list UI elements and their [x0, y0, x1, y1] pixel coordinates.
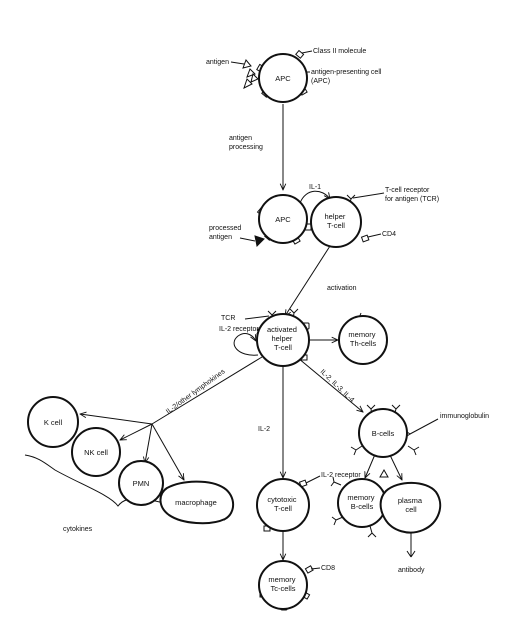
label-il2-receptor-low: IL-2 receptor — [321, 472, 361, 479]
svg-text:memory Tc-cells: memory Tc-cells — [268, 575, 297, 593]
edge-hub-to-pmn — [145, 423, 153, 463]
immunoglobulin-icon — [330, 476, 342, 487]
immunoglobulin-icon — [331, 516, 344, 526]
antigen-triangle-icon — [246, 68, 256, 78]
node-activated-line1: activated — [267, 325, 297, 334]
antigen-triangle-icon — [243, 78, 253, 89]
node-plasma-line1: plasma — [398, 496, 423, 505]
node-memory-th-line1: memory — [348, 330, 375, 339]
node-pmn: PMN — [118, 460, 164, 506]
label-apc-definition: antigen-presenting cell (APC) — [311, 69, 383, 85]
edge-b-to-plasma — [388, 452, 402, 480]
label-il-1: IL-1 — [309, 184, 321, 191]
node-memory-tc-line2: Tc-cells — [270, 584, 295, 593]
node-k-cell: K cell — [27, 396, 79, 448]
node-plasma-cell: plasma cell — [379, 481, 442, 534]
label-processed-antigen: processed antigen — [209, 225, 243, 241]
node-apc-mid-label: APC — [275, 215, 291, 224]
label-antigen-processing: antigen processing — [229, 135, 263, 151]
label-antibody: antibody — [398, 567, 425, 574]
node-helper-line2: T-cell — [327, 221, 345, 230]
label-il-2: IL-2 — [258, 426, 270, 433]
edge-hub-to-nk-cell — [120, 423, 153, 440]
antibody-icon — [406, 550, 416, 558]
node-helper-line1: helper — [325, 212, 346, 221]
node-b-cells-label: B-cells — [372, 429, 395, 438]
svg-text:memory Th-cells: memory Th-cells — [348, 330, 377, 348]
label-il2-il3-il4: IL-2, IL-3, IL-4 — [319, 368, 356, 404]
edge-hub-to-k-cell — [80, 414, 153, 425]
node-pmn-label: PMN — [133, 479, 150, 488]
leader-lines — [230, 50, 439, 570]
node-helper-t-cell: helper T-cell — [310, 196, 362, 248]
node-memory-b-line1: memory — [347, 493, 374, 502]
antigen-triangle-icon — [379, 468, 389, 478]
node-apc-mid: APC — [258, 194, 308, 244]
node-nk-cell: NK cell — [71, 427, 121, 477]
node-macrophage-label: macrophage — [175, 498, 217, 507]
edge-helper-to-activated — [285, 245, 331, 316]
node-cytotoxic-line1: cytotoxic — [267, 495, 296, 504]
label-il2-other-lymphokines: IL-2/other lymphokines — [165, 368, 227, 416]
node-memory-tc-line1: memory — [268, 575, 295, 584]
edge-il2-self-loop — [233, 333, 259, 356]
cd4-receptor-icon — [360, 234, 370, 243]
edge-hub-to-macrophage — [151, 423, 184, 480]
immunoglobulin-icon — [350, 445, 363, 456]
node-macrophage: macrophage — [159, 480, 235, 525]
svg-text:cytotoxic T-cell: cytotoxic T-cell — [267, 495, 298, 513]
class-ii-receptor-icon — [295, 49, 305, 59]
node-b-cells: B-cells — [358, 408, 408, 458]
node-memory-th-cells: memory Th-cells — [338, 315, 388, 365]
cd8-receptor-icon — [304, 565, 314, 574]
node-cytotoxic-t-cell: cytotoxic T-cell — [256, 478, 310, 532]
label-activation: activation — [327, 285, 357, 292]
edge-activated-to-hub — [151, 356, 263, 425]
label-antigen: antigen — [206, 59, 229, 66]
edge-il1-loop — [299, 190, 330, 204]
svg-text:memory B-cells: memory B-cells — [347, 493, 376, 511]
antigen-triangle-icon — [250, 73, 259, 83]
node-memory-b-cells: memory B-cells — [337, 478, 387, 528]
antigen-triangle-icon — [242, 59, 252, 69]
label-tcr: TCR — [221, 315, 235, 322]
label-il2-receptor-top: IL-2 receptor — [219, 326, 259, 333]
node-memory-b-line2: B-cells — [351, 502, 374, 511]
node-activated-line3: T-cell — [274, 343, 292, 352]
immunoglobulin-icon — [407, 445, 420, 456]
svg-text:activated helper T: activated helper T-cell — [267, 325, 299, 352]
edge-activated-to-b-cells — [297, 357, 363, 412]
node-k-cell-label: K cell — [44, 418, 63, 427]
label-cd8: CD8 — [321, 565, 335, 572]
label-cd4: CD4 — [382, 231, 396, 238]
label-cytokines: cytokines — [63, 526, 93, 533]
label-tcr-definition: T-cell receptor for antigen (TCR) — [385, 187, 439, 203]
node-nk-cell-label: NK cell — [84, 448, 108, 457]
immunoglobulin-icon — [367, 525, 377, 538]
label-immunoglobulin: immunoglobulin — [440, 413, 489, 420]
processed-antigen-icon — [254, 235, 265, 248]
svg-text:plasma cell: plasma cell — [398, 496, 424, 514]
node-memory-tc-cells: memory Tc-cells — [258, 560, 308, 610]
node-activated-helper-t-cell: activated helper T-cell — [256, 313, 310, 367]
node-cytotoxic-line2: T-cell — [274, 504, 292, 513]
label-class-ii-molecule: Class II molecule — [313, 48, 366, 55]
edges — [24, 104, 412, 560]
node-plasma-line2: cell — [405, 505, 417, 514]
svg-text:helper T-cell: helper T-cell — [325, 212, 348, 230]
node-apc-top-label: APC — [275, 74, 291, 83]
node-memory-th-line2: Th-cells — [350, 339, 377, 348]
node-activated-line2: helper — [272, 334, 293, 343]
node-apc-top: APC — [258, 53, 308, 103]
